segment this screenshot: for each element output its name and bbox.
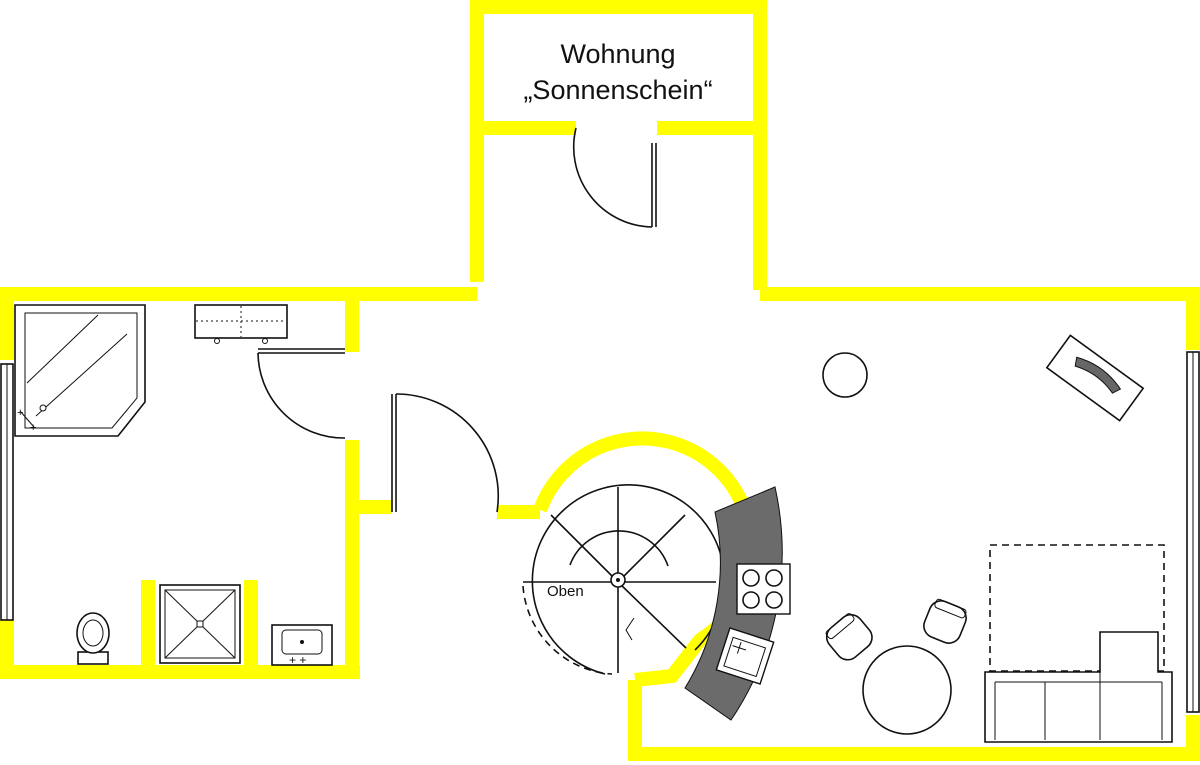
toilet xyxy=(76,612,110,665)
bed-outline xyxy=(989,544,1165,672)
apartment-title-line2: „Sonnenschein“ xyxy=(523,75,712,105)
dining-table xyxy=(862,645,952,735)
entrance-door xyxy=(572,127,657,228)
svg-text:+: + xyxy=(30,422,36,434)
windows xyxy=(0,351,1200,713)
stove xyxy=(736,563,791,615)
outer-wall-bottom-right xyxy=(628,680,1200,761)
svg-text:+ +: + + xyxy=(289,653,306,667)
washbasin: + + xyxy=(271,624,333,667)
chair-right xyxy=(923,598,967,644)
apartment-title-line1: Wohnung xyxy=(560,39,675,69)
radiator xyxy=(194,304,288,344)
outer-wall-top-right xyxy=(760,287,1200,350)
bathtub: + + xyxy=(14,304,146,437)
stair-label: Oben xyxy=(547,583,584,600)
kitchen-counter xyxy=(684,486,791,721)
window-right xyxy=(1186,351,1200,713)
window-left xyxy=(0,363,14,621)
fireplace xyxy=(1045,334,1145,422)
svg-text:+: + xyxy=(17,407,23,419)
entrance-wall-outer xyxy=(470,0,767,290)
chair-left xyxy=(825,613,873,661)
lamp xyxy=(822,352,868,398)
shower-tray xyxy=(159,584,241,664)
kitchen-sink xyxy=(715,627,775,685)
bath-wall-right xyxy=(345,440,392,514)
sofa xyxy=(984,631,1173,743)
dining-area xyxy=(825,598,967,735)
outer-wall-top-left xyxy=(0,287,477,360)
doors xyxy=(257,127,657,513)
bathroom-door xyxy=(257,348,346,439)
room-door xyxy=(391,393,500,513)
